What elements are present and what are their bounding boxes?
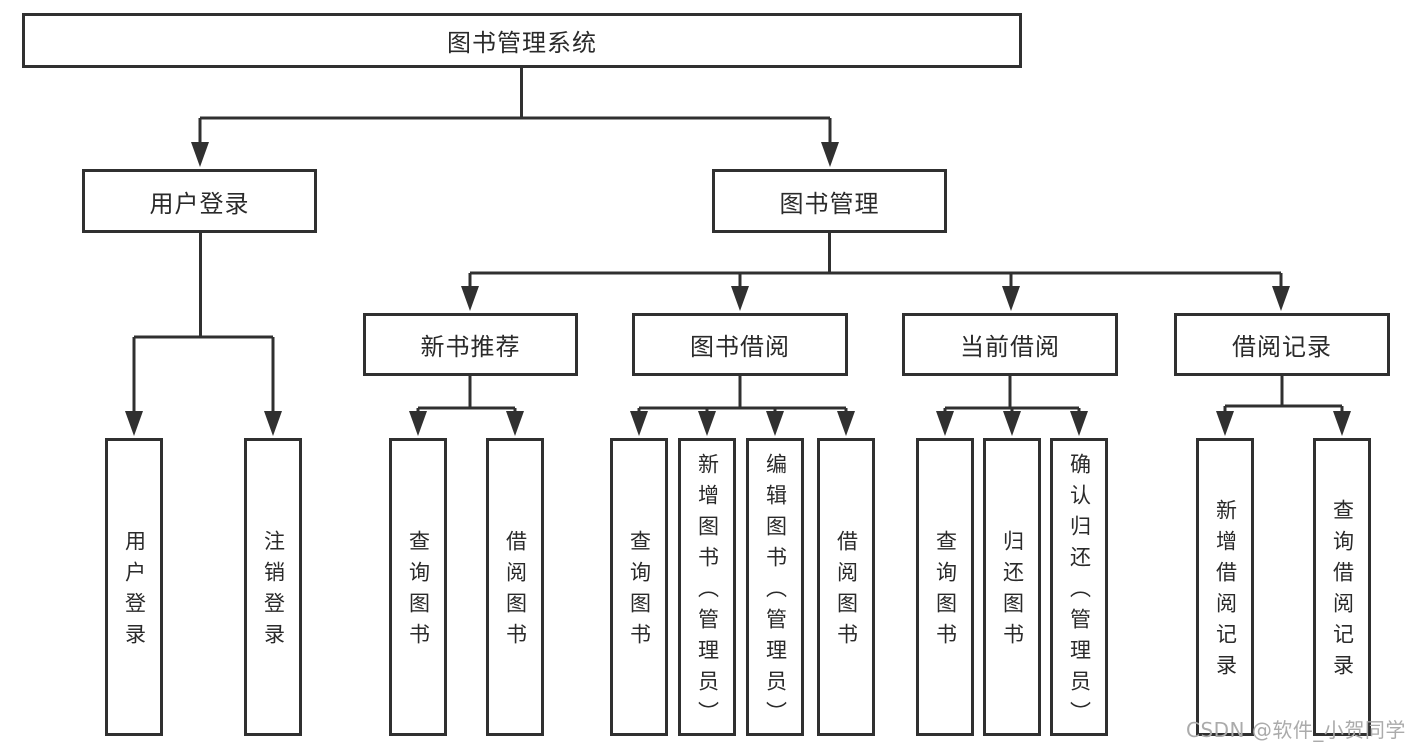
node-label: 新书推荐	[420, 333, 521, 361]
arrow-down-icon	[936, 411, 954, 436]
arrow-down-icon	[1070, 411, 1088, 436]
node-label: 图书管理	[779, 189, 880, 218]
leaf-user-login: 用户登录	[105, 438, 163, 736]
arrow-down-icon	[1333, 411, 1351, 436]
arrow-down-icon	[409, 411, 427, 436]
arrow-down-icon	[630, 411, 648, 436]
arrow-down-icon	[698, 411, 716, 436]
node-label: 查询图书	[406, 530, 431, 654]
node-label: 查询图书	[933, 530, 958, 654]
arrow-down-icon	[191, 142, 209, 167]
node-borrowing-records: 借阅记录	[1174, 313, 1390, 376]
node-library-management-system: 图书管理系统	[22, 13, 1022, 68]
arrow-down-icon	[821, 142, 839, 167]
node-label: 借阅图书	[834, 530, 859, 654]
node-label: 查询图书	[627, 530, 652, 654]
node-book-management: 图书管理	[712, 169, 947, 233]
node-label: 注销登录	[261, 530, 286, 654]
arrow-down-icon	[1272, 286, 1290, 311]
node-current-borrowing: 当前借阅	[902, 313, 1118, 376]
node-label: 借阅记录	[1232, 333, 1332, 361]
leaf-query-books: 查询图书	[916, 438, 974, 736]
arrow-down-icon	[506, 411, 524, 436]
node-label: 图书管理系统	[447, 29, 597, 57]
leaf-logout: 注销登录	[244, 438, 302, 736]
node-new-book-recommendation: 新书推荐	[363, 313, 578, 376]
node-label: 用户登录	[122, 530, 147, 654]
arrow-down-icon	[731, 286, 749, 311]
node-label: 当前借阅	[960, 333, 1060, 361]
leaf-borrow-books: 借阅图书	[817, 438, 875, 736]
arrow-down-icon	[837, 411, 855, 436]
node-user-login: 用户登录	[82, 169, 317, 233]
node-label: 新增图书（管理员）	[695, 452, 720, 732]
leaf-borrow-books: 借阅图书	[486, 438, 544, 736]
arrow-down-icon	[125, 411, 143, 436]
leaf-query-books: 查询图书	[389, 438, 447, 736]
node-label: 确认归还（管理员）	[1067, 452, 1092, 732]
leaf-edit-books-admin: 编辑图书（管理员）	[746, 438, 804, 736]
leaf-add-borrow-record: 新增借阅记录	[1196, 438, 1254, 736]
node-label: 归还图书	[1000, 530, 1025, 654]
node-label: 编辑图书（管理员）	[763, 452, 788, 732]
arrow-down-icon	[1216, 411, 1234, 436]
arrow-down-icon	[1002, 286, 1020, 311]
node-label: 借阅图书	[503, 530, 528, 654]
arrow-down-icon	[461, 286, 479, 311]
leaf-confirm-return-admin: 确认归还（管理员）	[1050, 438, 1108, 736]
arrow-down-icon	[1003, 411, 1021, 436]
arrow-down-icon	[264, 411, 282, 436]
arrow-down-icon	[766, 411, 784, 436]
node-label: 新增借阅记录	[1213, 499, 1238, 685]
csdn-watermark: CSDN @软件_小贺同学	[1186, 718, 1405, 742]
node-label: 查询借阅记录	[1330, 499, 1355, 685]
leaf-return-books: 归还图书	[983, 438, 1041, 736]
node-label: 图书借阅	[690, 333, 790, 361]
node-label: 用户登录	[149, 189, 250, 218]
leaf-query-borrow-record: 查询借阅记录	[1313, 438, 1371, 736]
node-book-borrowing: 图书借阅	[632, 313, 848, 376]
connector	[132, 68, 1344, 413]
leaf-query-books: 查询图书	[610, 438, 668, 736]
leaf-add-books-admin: 新增图书（管理员）	[678, 438, 736, 736]
